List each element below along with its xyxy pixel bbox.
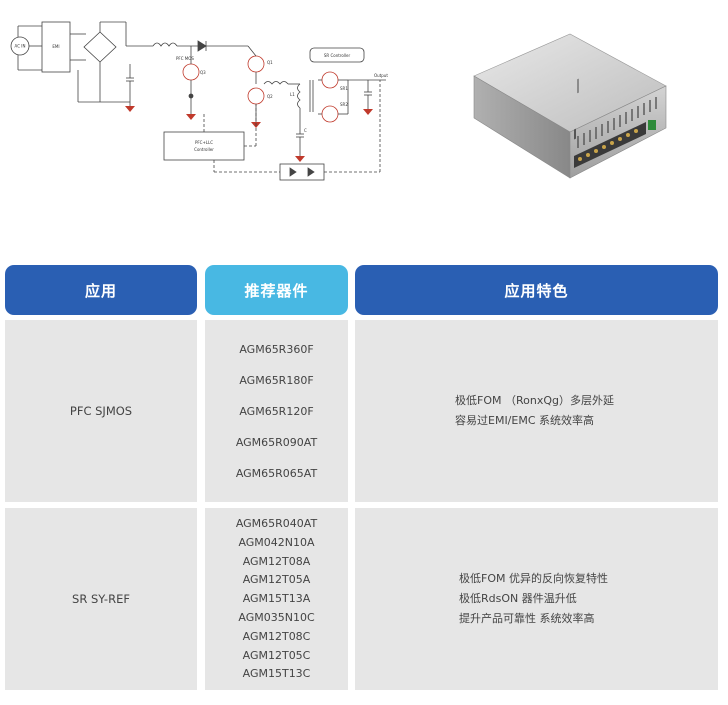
part-item: AGM12T08A bbox=[242, 554, 311, 568]
part-item: AGM12T05A bbox=[242, 573, 311, 587]
label-q1: Q1 bbox=[267, 60, 273, 65]
label-q3: Q3 bbox=[200, 70, 206, 75]
part-item: AGM12T05C bbox=[242, 648, 311, 662]
label-controller-line2: Controller bbox=[194, 147, 214, 152]
part-item: AGM65R090AT bbox=[235, 436, 318, 450]
header-features: 应用特色 bbox=[355, 265, 718, 315]
part-item: AGM65R065AT bbox=[235, 467, 318, 481]
label-q2: Q2 bbox=[267, 94, 273, 99]
part-item: AGM12T08C bbox=[242, 629, 311, 643]
label-ac-in: AC IN bbox=[15, 44, 26, 49]
top-illustrations: AC IN EMI PFC MOS Q3 Q1 Q2 L1 C SR Contr… bbox=[0, 0, 728, 215]
feature-line: 提升产品可靠性 系统效率高 bbox=[459, 612, 595, 625]
feature-line: 极低RdsON 器件温升低 bbox=[459, 592, 577, 605]
row2-application-cell: SR SY-REF bbox=[5, 508, 197, 690]
label-output: Output bbox=[374, 73, 388, 78]
circuit-diagram: AC IN EMI PFC MOS Q3 Q1 Q2 L1 C SR Contr… bbox=[10, 21, 388, 181]
label-controller-line1: PFC+LLC bbox=[195, 140, 213, 145]
label-sr2: SR2 bbox=[340, 102, 348, 107]
row2-features-cell: 极低FOM 优异的反向恢复特性 极低RdsON 器件温升低 提升产品可靠性 系统… bbox=[355, 508, 718, 690]
terminal-block bbox=[574, 120, 656, 168]
row1-features-list: 极低FOM （RonxQg）多层外延 容易过EMI/EMC 系统效率高 bbox=[355, 320, 718, 502]
label-sr-controller: SR Controller bbox=[324, 53, 351, 58]
label-sr1: SR1 bbox=[340, 86, 348, 91]
header-application: 应用 bbox=[5, 265, 197, 315]
part-item: AGM15T13A bbox=[242, 592, 311, 606]
part-item: AGM15T13C bbox=[242, 667, 311, 681]
row2-parts-list: AGM65R040AT AGM042N10A AGM12T08A AGM12T0… bbox=[205, 508, 348, 684]
row1-application-cell: PFC SJMOS bbox=[5, 320, 197, 502]
part-item: AGM042N10A bbox=[238, 535, 315, 549]
part-item: AGM035N10C bbox=[238, 610, 315, 624]
label-c: C bbox=[304, 128, 307, 133]
part-item: AGM65R360F bbox=[239, 342, 314, 356]
part-item: AGM65R180F bbox=[239, 373, 314, 387]
feature-line: 极低FOM （RonxQg）多层外延 bbox=[455, 394, 614, 407]
label-pfc-mos: PFC MOS bbox=[176, 56, 194, 61]
row2-parts-cell: AGM65R040AT AGM042N10A AGM12T08A AGM12T0… bbox=[205, 508, 348, 690]
power-supply-image bbox=[473, 33, 667, 179]
feature-line: 容易过EMI/EMC 系统效率高 bbox=[455, 414, 595, 427]
row1-features-cell: 极低FOM （RonxQg）多层外延 容易过EMI/EMC 系统效率高 bbox=[355, 320, 718, 502]
feature-line: 极低FOM 优异的反向恢复特性 bbox=[459, 572, 608, 585]
header-recommended-parts: 推荐器件 bbox=[205, 265, 348, 315]
row2-features-list: 极低FOM 优异的反向恢复特性 极低RdsON 器件温升低 提升产品可靠性 系统… bbox=[355, 508, 718, 690]
row1-application: PFC SJMOS bbox=[69, 404, 133, 418]
row1-parts-cell: AGM65R360F AGM65R180F AGM65R120F AGM65R0… bbox=[205, 320, 348, 502]
label-emi: EMI bbox=[52, 44, 59, 49]
row1-parts-list: AGM65R360F AGM65R180F AGM65R120F AGM65R0… bbox=[205, 320, 348, 502]
label-l1: L1 bbox=[290, 92, 295, 97]
row2-application: SR SY-REF bbox=[72, 592, 130, 606]
vent-slots bbox=[577, 97, 657, 148]
part-item: AGM65R040AT bbox=[235, 517, 318, 530]
part-item: AGM65R120F bbox=[239, 404, 314, 418]
